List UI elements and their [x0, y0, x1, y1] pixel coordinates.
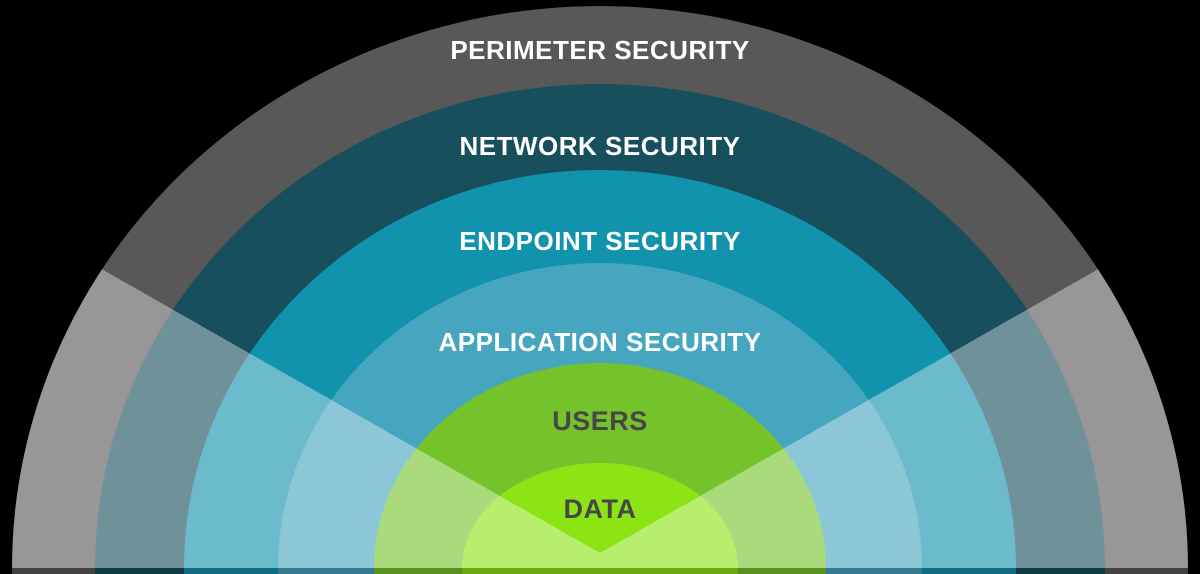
- label-network-security: NETWORK SECURITY: [460, 131, 741, 161]
- side-highlight-overlay: [12, 177, 1188, 568]
- label-data: DATA: [564, 494, 637, 524]
- bottom-shade-strip: [12, 568, 1188, 574]
- label-perimeter-security: PERIMETER SECURITY: [450, 35, 749, 65]
- ring-data: [462, 463, 738, 574]
- label-endpoint-security: ENDPOINT SECURITY: [459, 226, 741, 256]
- label-users: USERS: [552, 406, 648, 436]
- label-application-security: APPLICATION SECURITY: [439, 327, 762, 357]
